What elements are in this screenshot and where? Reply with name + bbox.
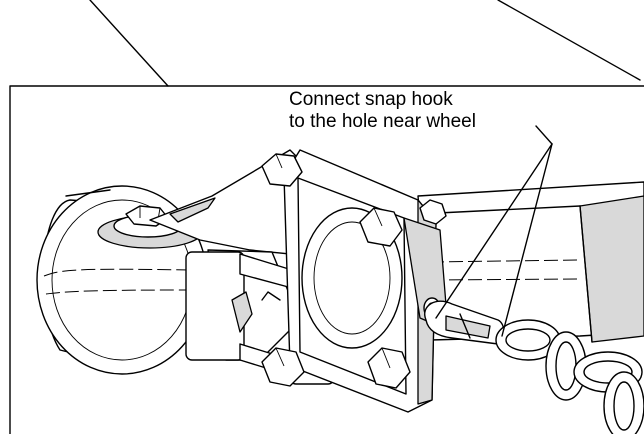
bolt-bottom-right (367, 347, 411, 389)
bolt-bottom-left (261, 347, 305, 387)
zoom-indicator-lines (89, 0, 641, 87)
callout-line-1: Connect snap hook (289, 89, 453, 110)
bolt-top-right (359, 207, 403, 247)
bolt-plate-right (419, 199, 447, 225)
detail-frame (9, 85, 644, 435)
wheel-hub (97, 205, 203, 249)
tube-bracket-icon (417, 181, 644, 343)
callout-text: Connect snap hook to the hole near wheel (289, 89, 476, 133)
bolt-top-left (261, 153, 303, 187)
mounting-plate-icon (283, 149, 449, 413)
callout-leader-lines (435, 125, 553, 337)
chain-icon (495, 319, 644, 439)
callout-line-2: to the hole near wheel (289, 111, 476, 132)
